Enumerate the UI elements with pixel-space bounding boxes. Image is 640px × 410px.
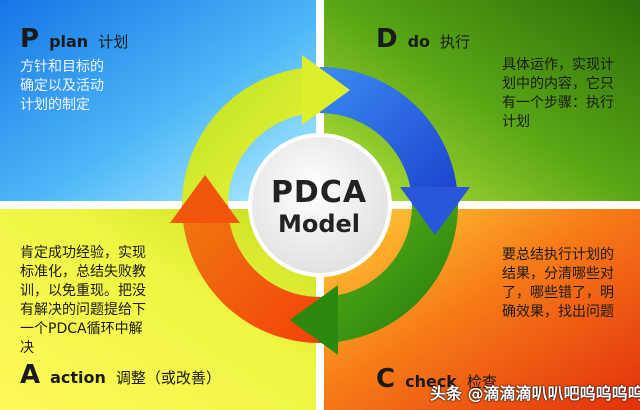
ring-segment-check <box>320 205 458 343</box>
do-letter: D <box>376 24 398 54</box>
plan-word: plan <box>49 32 89 51</box>
check-word: check <box>405 372 457 391</box>
ring-segment-action <box>182 205 320 343</box>
arrow-head-do-icon <box>400 187 470 235</box>
action-description: 肯定成功经验，实现 标准化，总结失败教 训，以免重现。把没 有解决的问题提给下 … <box>20 245 146 356</box>
plan-cn: 计划 <box>98 33 129 51</box>
center-title: PDCA <box>270 175 368 210</box>
arrow-head-action-icon <box>170 175 240 223</box>
do-cn: 执行 <box>440 33 471 51</box>
center-subtitle: Model <box>277 210 361 238</box>
watermark: 头条 @滴滴滴叭叭吧呜呜呜呜 <box>430 384 640 403</box>
check-letter: C <box>376 364 396 394</box>
action-word: action <box>50 368 106 387</box>
plan-description: 方针和目标的 确定以及活动 计划的制定 <box>20 59 104 113</box>
ring-segment-do <box>320 67 458 205</box>
action-letter: A <box>20 360 41 390</box>
center-label: PDCA Model <box>262 175 376 239</box>
action-cn: 调整（或改善） <box>115 369 221 387</box>
do-description: 具体运作，实现计 划中的内容，它只 有一个步骤：执行 计划 <box>502 57 614 130</box>
do-word: do <box>407 32 431 51</box>
plan-heading: P plan 计划 <box>20 24 128 54</box>
check-description: 要总结执行计划的 结果，分清哪些对 了，哪些错了，明 确效果，找出问题 <box>502 247 614 320</box>
check-heading: C check 检查 <box>376 364 497 394</box>
ring-segment-plan <box>182 67 320 205</box>
arrow-head-plan-icon <box>302 55 350 125</box>
center-disc <box>248 133 392 277</box>
action-heading: A action 调整（或改善） <box>20 360 221 390</box>
check-cn: 检查 <box>466 373 497 391</box>
arrow-head-check-icon <box>290 285 338 355</box>
plan-letter: P <box>20 24 40 54</box>
do-heading: D do 执行 <box>376 24 470 54</box>
